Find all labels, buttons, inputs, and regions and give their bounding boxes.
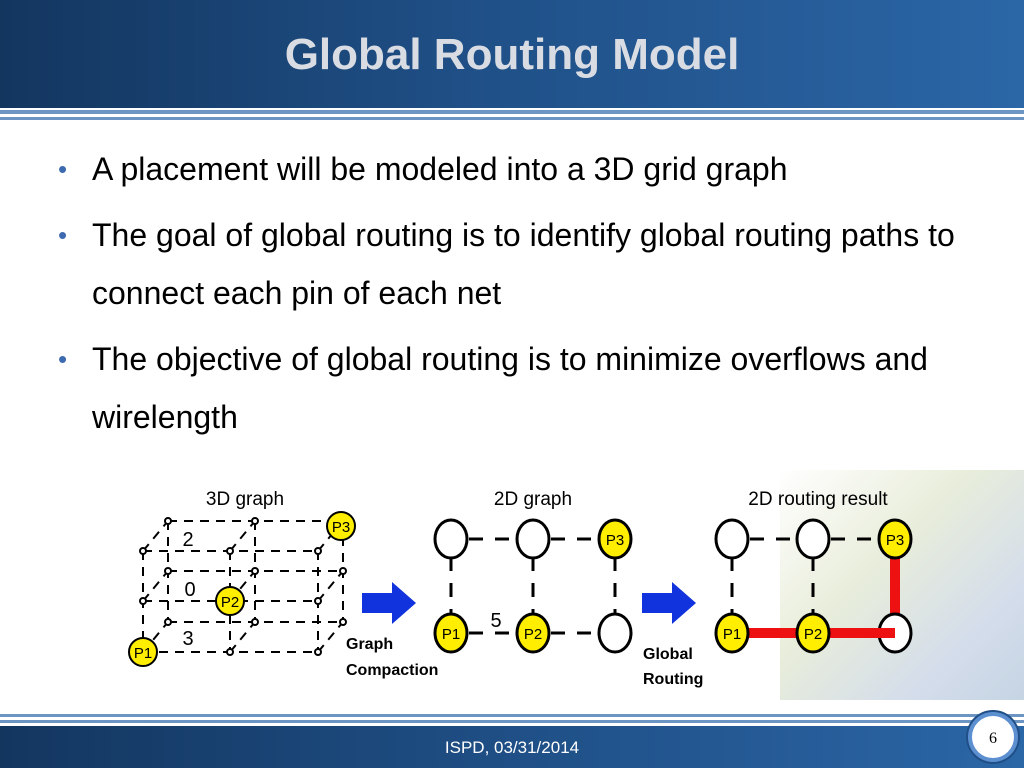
pin-label: P1	[134, 645, 152, 662]
pin-2d-p3: P3	[597, 518, 633, 560]
pin-3d-p1: P1	[128, 637, 158, 667]
pin-3d-p3: P3	[326, 511, 356, 541]
slide-title: Global Routing Model	[284, 30, 740, 79]
bullet-item: • A placement will be modeled into a 3D …	[50, 140, 990, 198]
bullet-dot-icon: •	[58, 344, 68, 374]
step-label-routing-1: Global	[643, 646, 693, 663]
grid-2d-nodes	[433, 518, 633, 654]
title-divider-secondary	[0, 117, 1024, 120]
grid-2d	[449, 537, 617, 635]
footer-bar: ISPD, 03/31/2014	[0, 726, 1024, 768]
step-label-compaction-1: Graph	[346, 636, 393, 653]
routing-diagram: 3D graph 2 0 3 P3	[128, 489, 913, 688]
pin-result-p2: P2	[795, 612, 831, 654]
bullet-dot-icon: •	[58, 220, 68, 250]
pin-label: P1	[723, 626, 741, 643]
edge-weight-compacted: 5	[490, 610, 501, 632]
page-number: 6	[989, 730, 997, 747]
arrow-right-icon	[642, 582, 696, 624]
pin-3d-p2: P2	[215, 586, 245, 616]
step-label-compaction-2: Compaction	[346, 662, 438, 679]
label-2d-routing-result: 2D routing result	[748, 489, 888, 510]
bullet-text: The objective of global routing is to mi…	[92, 341, 928, 435]
title-bar	[0, 0, 1024, 108]
footer-divider-secondary	[0, 720, 1024, 723]
bullet-text: A placement will be modeled into a 3D gr…	[92, 151, 788, 187]
pin-label: P2	[804, 626, 822, 643]
pin-label: P3	[606, 532, 624, 549]
page-number-badge: 6	[968, 712, 1018, 762]
grid-result-nodes	[714, 518, 913, 654]
bullet-item: • The objective of global routing is to …	[50, 330, 990, 446]
bullet-item: • The goal of global routing is to ident…	[50, 206, 990, 322]
pin-2d-p1: P1	[433, 612, 469, 654]
grid-3d-nodes	[139, 517, 347, 656]
arrow-right-icon	[362, 582, 416, 624]
step-label-routing-2: Routing	[643, 671, 703, 688]
background-chip-motif	[780, 470, 1024, 700]
label-2d-graph: 2D graph	[494, 489, 572, 510]
bullet-dot-icon: •	[58, 154, 68, 184]
label-3d-graph: 3D graph	[206, 489, 284, 510]
bullet-text: The goal of global routing is to identif…	[92, 217, 955, 311]
pin-label: P2	[524, 626, 542, 643]
edge-weight-top: 2	[182, 529, 193, 551]
pin-result-p3: P3	[877, 518, 913, 560]
footer-text: ISPD, 03/31/2014	[444, 738, 580, 757]
title-divider	[0, 110, 1024, 114]
grid-result	[730, 537, 878, 618]
pin-2d-p2: P2	[515, 612, 551, 654]
pin-result-p1: P1	[714, 612, 750, 654]
pin-label: P2	[221, 594, 239, 611]
edge-weight-bottom: 3	[182, 628, 193, 650]
bullet-list: • A placement will be modeled into a 3D …	[50, 140, 990, 454]
pin-label: P3	[332, 519, 350, 536]
pin-label: P3	[886, 532, 904, 549]
footer-divider	[0, 714, 1024, 717]
edge-weight-mid: 0	[184, 579, 195, 601]
grid-3d	[142, 520, 344, 653]
pin-label: P1	[442, 626, 460, 643]
